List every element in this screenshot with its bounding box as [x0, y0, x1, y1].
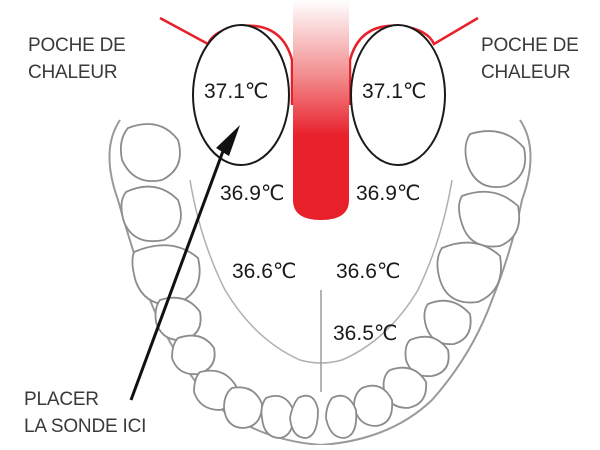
tooth	[437, 243, 501, 303]
temp-pocket-right: 37.1℃	[362, 80, 426, 103]
temp-left-mid: 36.6℃	[232, 260, 296, 283]
tooth	[326, 396, 356, 438]
tooth	[224, 387, 262, 428]
probe-instruction-label: PLACER LA SONDE ICI	[24, 386, 146, 440]
tooth	[465, 131, 525, 187]
heat-pocket-right-label: POCHE DE CHALEUR	[481, 32, 579, 86]
tooth	[262, 396, 295, 438]
tooth	[354, 386, 392, 426]
temp-right-mid: 36.6℃	[336, 260, 400, 283]
tooth	[132, 245, 199, 304]
temp-left-upper: 36.9℃	[220, 182, 284, 205]
tooth	[172, 336, 215, 375]
tooth	[459, 192, 519, 247]
temp-pocket-left: 37.1℃	[204, 80, 268, 103]
tooth	[290, 396, 318, 438]
tooth	[121, 187, 181, 242]
heat-pocket-left-label: POCHE DE CHALEUR	[28, 32, 126, 86]
temp-center-front: 36.5℃	[333, 322, 397, 345]
tooth	[121, 124, 180, 181]
temp-right-upper: 36.9℃	[356, 182, 420, 205]
heat-zone	[293, 0, 349, 220]
